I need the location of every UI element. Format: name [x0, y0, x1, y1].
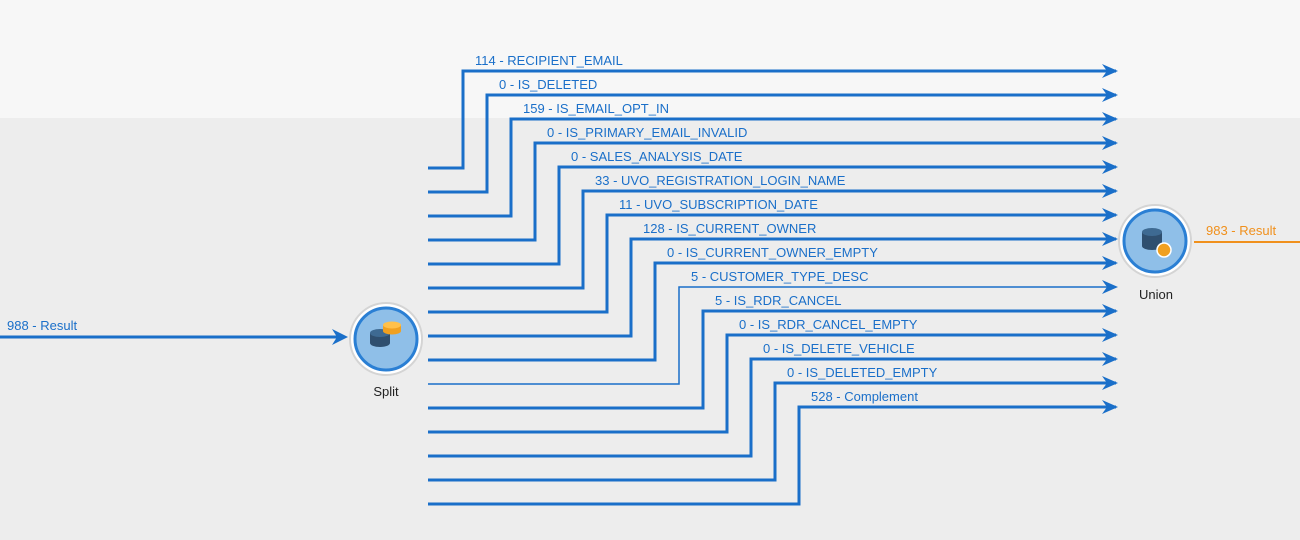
branch-arrowhead — [1102, 112, 1118, 126]
input-transition-arrow — [332, 329, 348, 345]
union-icon — [1142, 228, 1172, 258]
branch-label[interactable]: 528 - Complement — [811, 389, 918, 404]
branch-label[interactable]: 159 - IS_EMAIL_OPT_IN — [523, 101, 669, 116]
branch-label[interactable]: 5 - CUSTOMER_TYPE_DESC — [691, 269, 868, 284]
branch-arrowhead — [1102, 256, 1118, 270]
split-label: Split — [373, 384, 399, 399]
branch-arrowhead — [1102, 208, 1118, 222]
branch-transition-line[interactable] — [428, 189, 1116, 290]
branch-label[interactable]: 11 - UVO_SUBSCRIPTION_DATE — [619, 197, 818, 212]
workflow-canvas — [0, 118, 1300, 540]
canvas-header-area — [0, 0, 1300, 118]
branch-arrowhead — [1102, 64, 1118, 78]
union-activity[interactable] — [1118, 204, 1192, 278]
branch-transition-line[interactable] — [428, 165, 1116, 266]
branch-label[interactable]: 128 - IS_CURRENT_OWNER — [643, 221, 816, 236]
branch-arrowhead — [1102, 352, 1118, 366]
branch-label[interactable]: 0 - IS_DELETED — [499, 77, 597, 92]
branch-label[interactable]: 114 - RECIPIENT_EMAIL — [475, 53, 623, 68]
branch-arrowhead — [1102, 400, 1118, 414]
branch-label[interactable]: 0 - SALES_ANALYSIS_DATE — [571, 149, 743, 164]
branch-transition-line[interactable] — [428, 333, 1116, 434]
output-transition-label[interactable]: 983 - Result — [1206, 223, 1276, 238]
branch-transition-line[interactable] — [428, 237, 1116, 338]
branch-label[interactable]: 0 - IS_DELETE_VEHICLE — [763, 341, 915, 356]
branch-label[interactable]: 0 - IS_CURRENT_OWNER_EMPTY — [667, 245, 878, 260]
branch-arrowhead — [1102, 88, 1118, 102]
split-activity[interactable] — [349, 302, 423, 376]
branch-arrowhead — [1102, 328, 1118, 342]
branch-transition-line[interactable] — [428, 357, 1116, 458]
branch-label[interactable]: 0 - IS_DELETED_EMPTY — [787, 365, 938, 380]
branch-label[interactable]: 33 - UVO_REGISTRATION_LOGIN_NAME — [595, 173, 846, 188]
branch-transition-line[interactable] — [428, 309, 1116, 410]
branch-transition-line[interactable] — [428, 286, 1116, 385]
union-label: Union — [1139, 287, 1173, 302]
branch-transition-line[interactable] — [428, 213, 1116, 314]
branch-transitions: 114 - RECIPIENT_EMAIL 0 - IS_DELETED 159 -… — [428, 53, 1118, 506]
branch-transition-line[interactable] — [428, 405, 1116, 506]
branch-transition-line[interactable] — [428, 93, 1116, 194]
branch-label[interactable]: 5 - IS_RDR_CANCEL — [715, 293, 841, 308]
branch-arrowhead — [1102, 280, 1118, 294]
branch-arrowhead — [1102, 304, 1118, 318]
branch-arrowhead — [1102, 160, 1118, 174]
split-icon — [370, 321, 401, 347]
branch-transition-line[interactable] — [428, 261, 1116, 362]
branch-transition-line[interactable] — [428, 141, 1116, 242]
branch-label[interactable]: 0 - IS_PRIMARY_EMAIL_INVALID — [547, 125, 747, 140]
branch-transition-line[interactable] — [428, 117, 1116, 218]
branch-label[interactable]: 0 - IS_RDR_CANCEL_EMPTY — [739, 317, 918, 332]
input-transition-label[interactable]: 988 - Result — [7, 318, 77, 333]
branch-transition-line[interactable] — [428, 69, 1116, 170]
branch-arrowhead — [1102, 376, 1118, 390]
branch-arrowhead — [1102, 232, 1118, 246]
branch-arrowhead — [1102, 136, 1118, 150]
branch-transition-line[interactable] — [428, 381, 1116, 482]
branch-arrowhead — [1102, 184, 1118, 198]
